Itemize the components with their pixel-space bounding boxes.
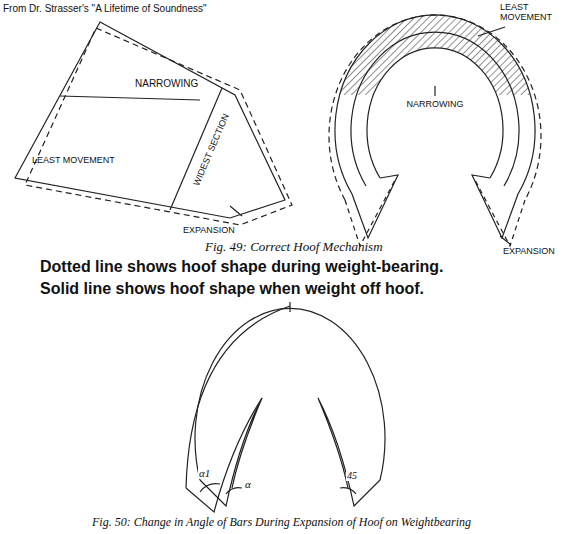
- part-label: NARROWING: [135, 78, 198, 89]
- angle-arc: [200, 484, 220, 492]
- hoof-side-dashed: [25, 28, 292, 225]
- part-label: WIDEST SECTION: [192, 112, 231, 187]
- angle-arc: [226, 488, 242, 494]
- figure-caption: Fig. 50: Change in Angle of Bars During …: [92, 516, 471, 529]
- expansion-tick: [500, 236, 510, 244]
- narrowing-mark: [434, 86, 435, 96]
- narrowing-line: [60, 96, 200, 100]
- wall-middle-line: [351, 32, 519, 186]
- hoof-side-solid: [15, 22, 285, 218]
- part-label: NARROWING: [407, 100, 464, 110]
- source-note: From Dr. Strasser's "A Lifetime of Sound…: [3, 3, 207, 14]
- left-heel-dashed: [345, 180, 395, 246]
- fig50-left-bar-expanded: [186, 398, 262, 512]
- note-text: Solid line shows hoof shape when weight …: [40, 280, 424, 298]
- outer-wall-solid: [335, 15, 535, 194]
- right-heel-bar: [472, 175, 518, 238]
- part-label: LEAST MOVEMENT: [500, 3, 562, 23]
- least-movement-hatch: [335, 15, 535, 95]
- angle-label: α1: [198, 467, 211, 479]
- inner-wall-solid: [367, 48, 503, 178]
- outer-wall-dashed: [329, 15, 541, 200]
- note-text: Dotted line shows hoof shape during weig…: [40, 258, 444, 276]
- part-label: EXPANSION: [503, 247, 555, 257]
- left-heel-bar: [352, 175, 398, 238]
- part-label: LEAST MOVEMENT: [32, 156, 115, 166]
- part-label: EXPANSION: [183, 226, 235, 236]
- fig50-right-bar: [318, 398, 380, 506]
- angle-label: α: [244, 478, 252, 490]
- fig50-outer-wall: [195, 308, 385, 480]
- angle-arc: [340, 488, 356, 494]
- least-movement-leader: [478, 27, 505, 36]
- figure-caption: Fig. 49: Correct Hoof Mechanism: [205, 240, 383, 254]
- right-heel-dashed: [475, 180, 525, 246]
- apex-mark: [289, 302, 290, 312]
- expansion-tick: [230, 206, 242, 216]
- angle-label: 45: [346, 470, 358, 481]
